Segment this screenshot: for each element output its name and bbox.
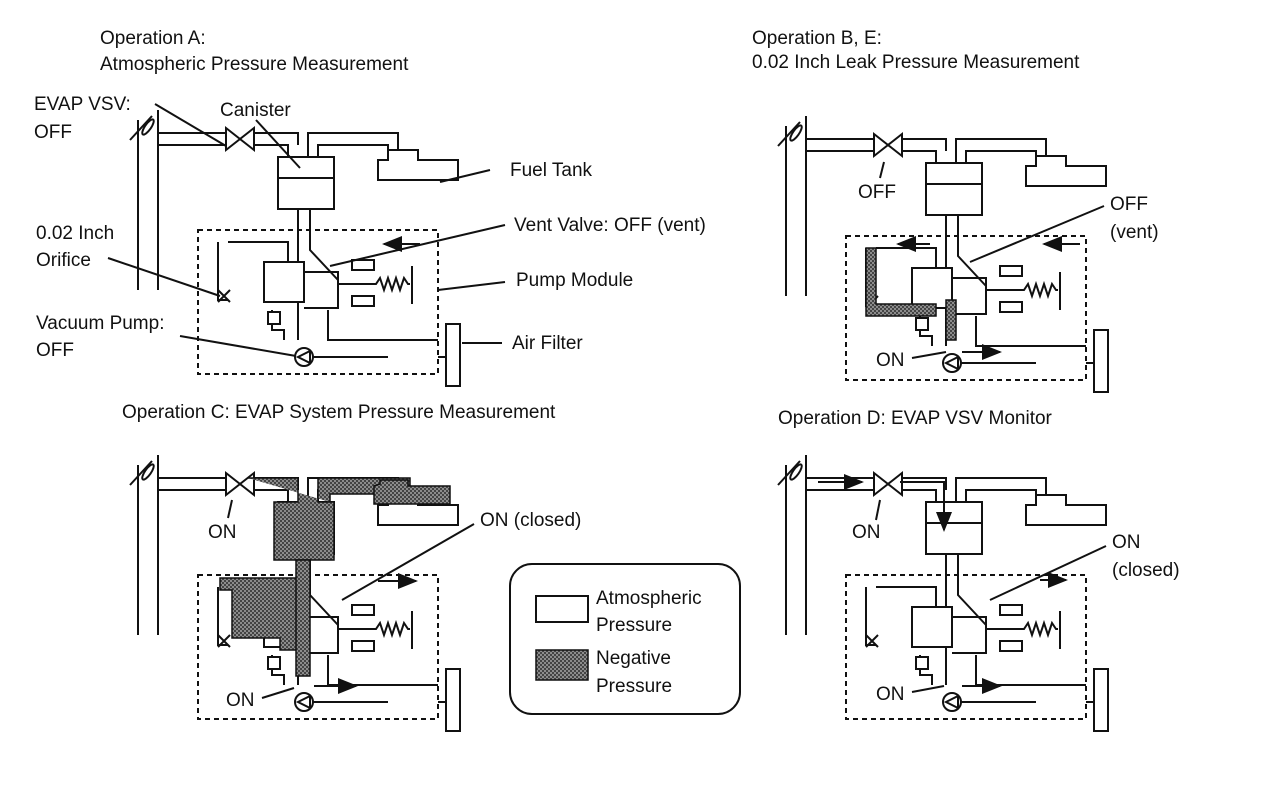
d-vent-state-line1: ON — [1112, 532, 1141, 553]
operation-c-diagram: Operation C: EVAP System Pressure Measur… — [122, 402, 581, 732]
legend-negative-line2: Pressure — [596, 676, 672, 697]
b-pump-state: ON — [876, 350, 905, 371]
d-vsv-state: ON — [852, 522, 881, 543]
op-b-title-line2: 0.02 Inch Leak Pressure Measurement — [752, 52, 1080, 73]
d-pump-state: ON — [876, 684, 905, 705]
op-b-title-line1: Operation B, E: — [752, 28, 882, 49]
legend-negative-line1: Negative — [596, 648, 671, 669]
air-filter-label: Air Filter — [512, 333, 583, 354]
legend-atmospheric-swatch — [535, 595, 589, 623]
op-a-title-line1: Operation A: — [100, 28, 206, 49]
fuel-tank-label: Fuel Tank — [510, 160, 593, 181]
operation-a-diagram: Operation A: Atmospheric Pressure Measur… — [34, 28, 706, 387]
canister-label: Canister — [220, 100, 291, 121]
c-vent-state: ON (closed) — [480, 510, 581, 531]
b-vsv-state: OFF — [858, 182, 896, 203]
vent-valve-label: Vent Valve: OFF (vent) — [514, 215, 706, 236]
legend: Atmospheric Pressure Negative Pressure — [509, 563, 741, 715]
orifice-label-line1: 0.02 Inch — [36, 223, 114, 244]
legend-atmospheric-line2: Pressure — [596, 615, 672, 636]
d-vent-state-line2: (closed) — [1112, 560, 1180, 581]
operation-d-diagram: Operation D: EVAP VSV Monitor ON ON (clo… — [777, 408, 1180, 732]
evap-vsv-state: OFF — [34, 122, 72, 143]
orifice-label-line2: Orifice — [36, 250, 91, 271]
pump-module-label: Pump Module — [516, 270, 633, 291]
op-d-title: Operation D: EVAP VSV Monitor — [778, 408, 1053, 429]
op-c-title: Operation C: EVAP System Pressure Measur… — [122, 402, 556, 423]
b-vent-state-line1: OFF — [1110, 194, 1148, 215]
vacuum-pump-state: OFF — [36, 340, 74, 361]
legend-atmospheric-line1: Atmospheric — [596, 588, 702, 609]
vacuum-pump-label: Vacuum Pump: — [36, 313, 164, 334]
b-vent-state-line2: (vent) — [1110, 222, 1159, 243]
operation-b-diagram: Operation B, E: 0.02 Inch Leak Pressure … — [752, 28, 1159, 393]
c-vsv-state: ON — [208, 522, 237, 543]
op-a-title-line2: Atmospheric Pressure Measurement — [100, 54, 409, 75]
c-pump-state: ON — [226, 690, 255, 711]
legend-negative-swatch — [535, 649, 589, 681]
evap-vsv-label: EVAP VSV: — [34, 94, 131, 115]
